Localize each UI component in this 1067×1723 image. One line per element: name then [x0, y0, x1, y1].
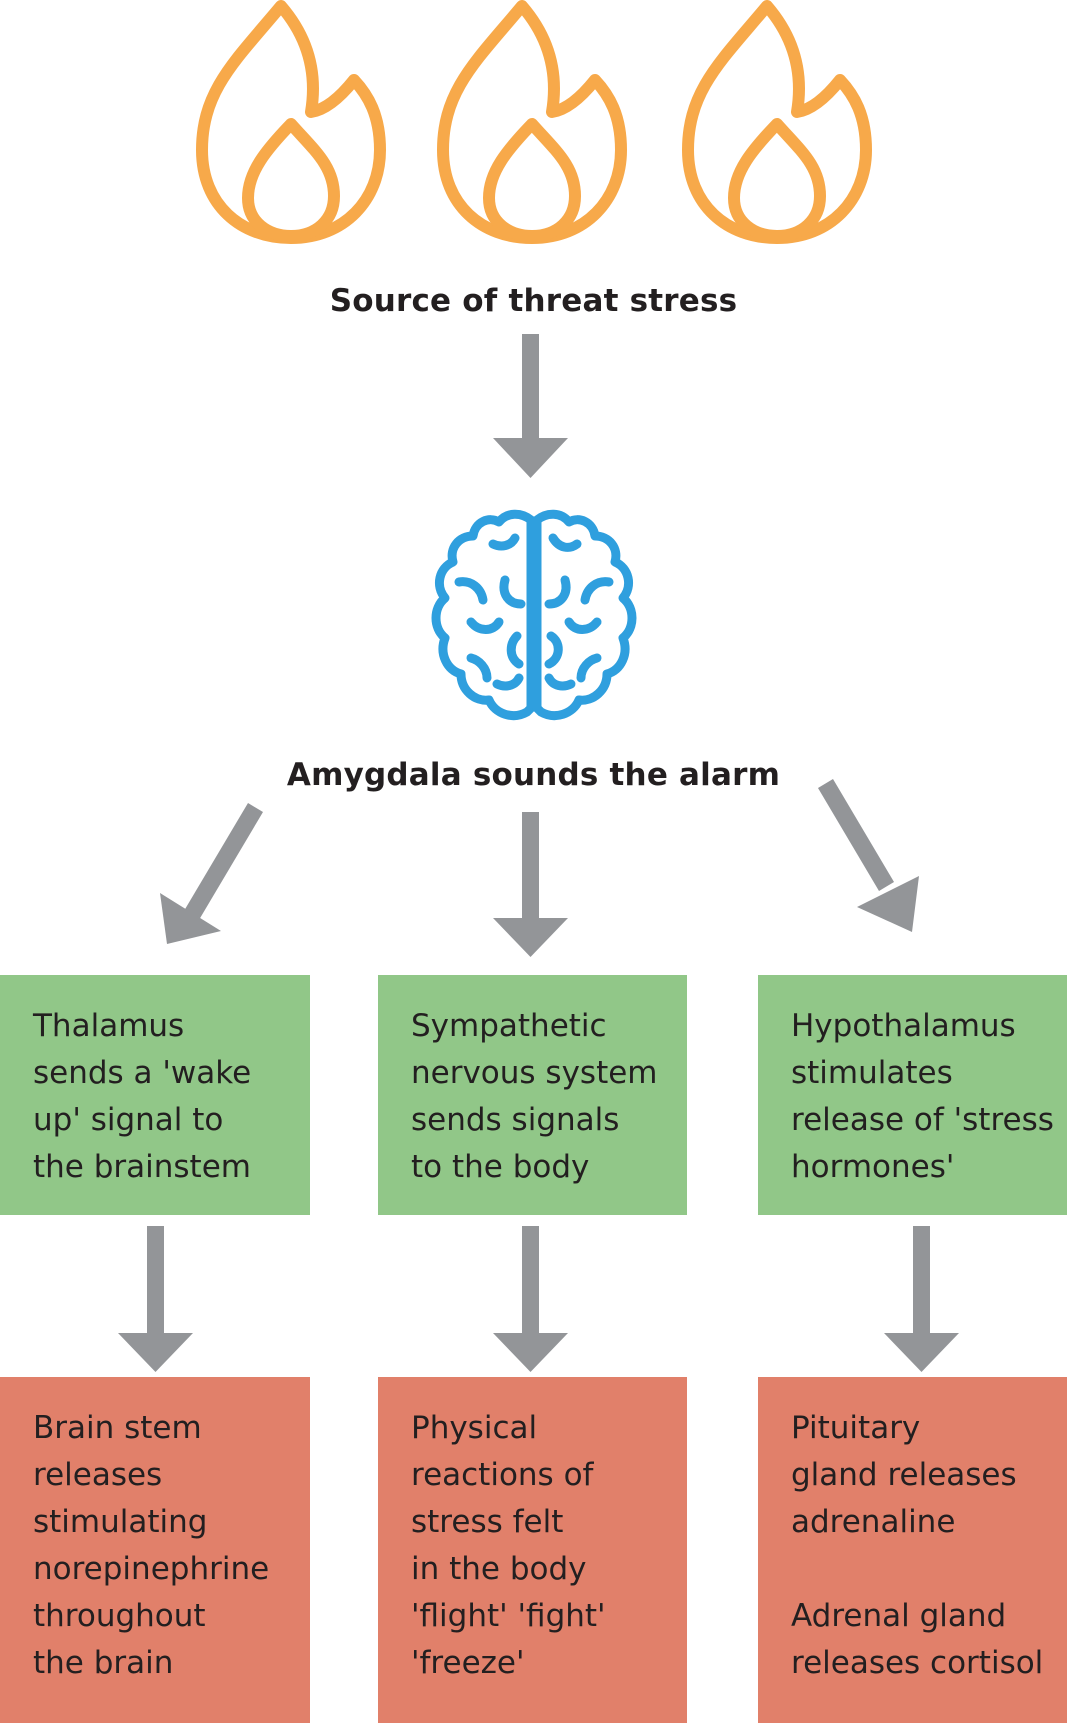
box-text-line: 'freeze'	[411, 1645, 525, 1681]
box-text-line: Physical	[411, 1410, 538, 1446]
box-text-line: Thalamus	[33, 1008, 185, 1044]
brain-icon	[431, 508, 637, 726]
amygdala-heading: Amygdala sounds the alarm	[286, 757, 781, 793]
brain-stem-box: Brain stem releases stimulating norepine…	[0, 1377, 310, 1723]
box-text-line: gland releases	[791, 1457, 1017, 1493]
box-text-line: Adrenal gland	[791, 1598, 1007, 1634]
source-heading: Source of threat stress	[329, 283, 738, 319]
thalamus-box: Thalamus sends a 'wake up' signal to the…	[0, 975, 310, 1215]
sympathetic-nervous-system-box: Sympathetic nervous system sends signals…	[378, 975, 687, 1215]
hypothalamus-box: Hypothalamus stimulates release of 'stre…	[758, 975, 1067, 1215]
arrow-down-icon	[118, 1226, 193, 1372]
box-text-line: up' signal to	[33, 1102, 224, 1138]
box-text-line: sends signals	[411, 1102, 620, 1138]
physical-reactions-box: Physical reactions of stress felt in the…	[378, 1377, 687, 1723]
box-text-line: 'flight' 'fight'	[411, 1598, 606, 1634]
box-text-line: the brain	[33, 1645, 174, 1681]
arrow-down-icon	[493, 334, 568, 478]
box-text-line: stimulating	[33, 1504, 208, 1540]
box-text-line: throughout	[33, 1598, 206, 1634]
arrow-diagonal-right-icon	[818, 779, 919, 932]
box-text-line: Brain stem	[33, 1410, 202, 1446]
box-text-line: adrenaline	[791, 1504, 956, 1540]
box-text-line: reactions of	[411, 1457, 594, 1493]
arrow-diagonal-left-icon	[160, 803, 263, 944]
box-text-line: norepinephrine	[33, 1551, 270, 1587]
box-text-line: the brainstem	[33, 1149, 251, 1185]
box-text-line: nervous system	[411, 1055, 658, 1091]
arrow-down-icon	[493, 812, 568, 957]
box-text-line: Pituitary	[791, 1410, 921, 1446]
box-text-line: Hypothalamus	[791, 1008, 1016, 1044]
box-text-line: in the body	[411, 1551, 587, 1587]
box-text-line: to the body	[411, 1149, 590, 1185]
box-text-line: Sympathetic	[411, 1008, 607, 1044]
flame-icon	[437, 0, 627, 245]
box-text-line: stress felt	[411, 1504, 564, 1540]
box-text-line: releases cortisol	[791, 1645, 1044, 1681]
box-text-line: hormones'	[791, 1149, 955, 1185]
flame-icon	[196, 0, 386, 245]
box-text-line: releases	[33, 1457, 163, 1493]
arrow-down-icon	[493, 1226, 568, 1372]
flame-icon	[682, 0, 872, 245]
box-text-line: release of 'stress	[791, 1102, 1054, 1138]
pituitary-adrenal-box: Pituitary gland releases adrenaline Adre…	[758, 1377, 1067, 1723]
paragraph-gap	[791, 1546, 1053, 1593]
box-text-line: stimulates	[791, 1055, 953, 1091]
box-text-line: sends a 'wake	[33, 1055, 252, 1091]
arrow-down-icon	[884, 1226, 959, 1372]
